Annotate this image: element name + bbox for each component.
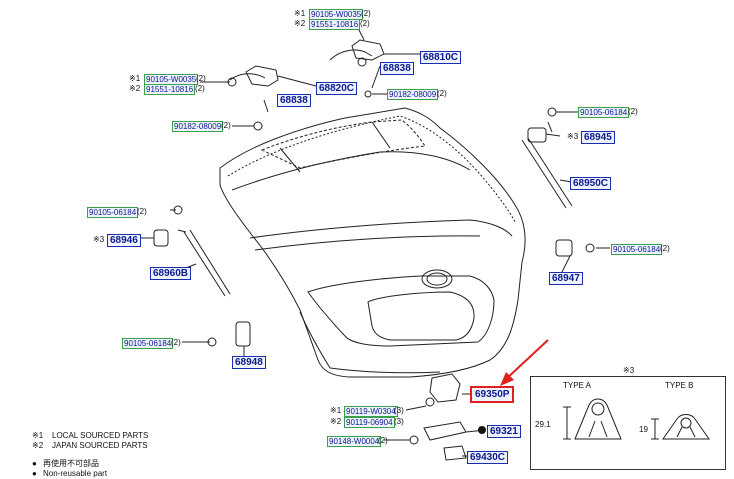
note-mark: ※3 [567,132,579,141]
lock-assembly [429,373,461,403]
part-number-callout[interactable]: 90182-08009 [387,89,439,100]
part-number-callout[interactable]: 90182-08009 [172,121,224,132]
note-mark: ※1 [294,9,306,18]
type-b-label: TYPE B [665,381,694,390]
quantity: (2) [171,338,181,347]
quantity: (2) [360,19,370,28]
type-b-dimension: 19 [639,425,648,434]
quantity: (2) [137,207,147,216]
quantity: (3) [394,417,404,426]
part-number-callout[interactable]: 91551-10816 [309,19,361,30]
type-reference-box: TYPE A 29.1 TYPE B 19 [530,376,726,470]
note-mark: ※3 [623,366,635,375]
back-door-panel [219,107,526,378]
type-a-label: TYPE A [563,381,592,390]
illustration-code[interactable]: 69321 [487,425,521,438]
legend-mark: ● [32,459,37,468]
illustration-code[interactable]: 68946 [107,234,141,247]
emblem [421,269,453,289]
note-mark: ※3 [93,235,105,244]
legend-mark: ※2 [32,441,44,450]
left-gas-strut [183,231,226,297]
part-number-callout[interactable]: 90119-06904 [344,417,395,428]
illustration-code[interactable]: 68948 [232,356,266,369]
note-mark: ※1 [330,406,342,415]
legend-text: JAPAN SOURCED PARTS [52,441,148,450]
legend-text: 再使用不可部品 [43,459,99,468]
legend-mark: ※1 [32,431,44,440]
note-mark: ※2 [330,417,342,426]
quantity: (2) [195,84,205,93]
left-hinge [245,65,279,87]
part-number-callout[interactable]: 90148-W0004 [327,436,382,447]
note-mark: ※2 [129,84,141,93]
type-a-bracket-icon [563,398,622,440]
illustration-code[interactable]: 68838 [380,62,414,75]
legend-text: Non-reusable part [43,469,108,478]
quantity: (2) [361,9,371,18]
illustration-code[interactable]: 68820C [316,82,358,95]
quantity: (2) [378,436,388,445]
license-plate-recess [307,275,495,347]
illustration-code[interactable]: 68945 [581,131,615,144]
quantity: (2) [437,89,447,98]
note-mark: ※2 [294,19,306,28]
note-mark: ※1 [129,74,141,83]
right-gas-strut [521,139,567,209]
quantity: (3) [394,406,404,415]
illustration-code[interactable]: 68947 [549,272,583,285]
type-a-dimension: 29.1 [535,420,551,429]
quantity: (2) [628,107,638,116]
part-number-callout[interactable]: 90105-06184 [578,107,630,118]
illustration-code[interactable]: 68838 [277,94,311,107]
part-number-callout[interactable]: 90119-W0304 [344,406,398,417]
quantity: (2) [196,74,206,83]
part-number-callout[interactable]: 91551-10816 [144,84,196,95]
legend-mark: ● [32,469,37,478]
illustration-code[interactable]: 68960B [150,267,192,280]
type-b-bracket-icon [651,414,710,440]
illustration-code[interactable]: 69430C [467,451,509,464]
part-number-callout[interactable]: 90105-06184 [611,244,663,255]
illustration-code[interactable]: 68810C [420,51,462,64]
illustration-code-highlighted[interactable]: 69350P [470,386,515,403]
part-number-callout[interactable]: 90105-06184 [122,338,174,349]
quantity: (2) [660,244,670,253]
quantity: (2) [221,121,231,130]
legend-text: LOCAL SOURCED PARTS [52,431,149,440]
illustration-code[interactable]: 68950C [570,177,612,190]
part-number-callout[interactable]: 90105-06184 [87,207,139,218]
type-b-cell: TYPE B 19 [629,377,725,469]
type-a-cell: TYPE A 29.1 [531,377,627,469]
